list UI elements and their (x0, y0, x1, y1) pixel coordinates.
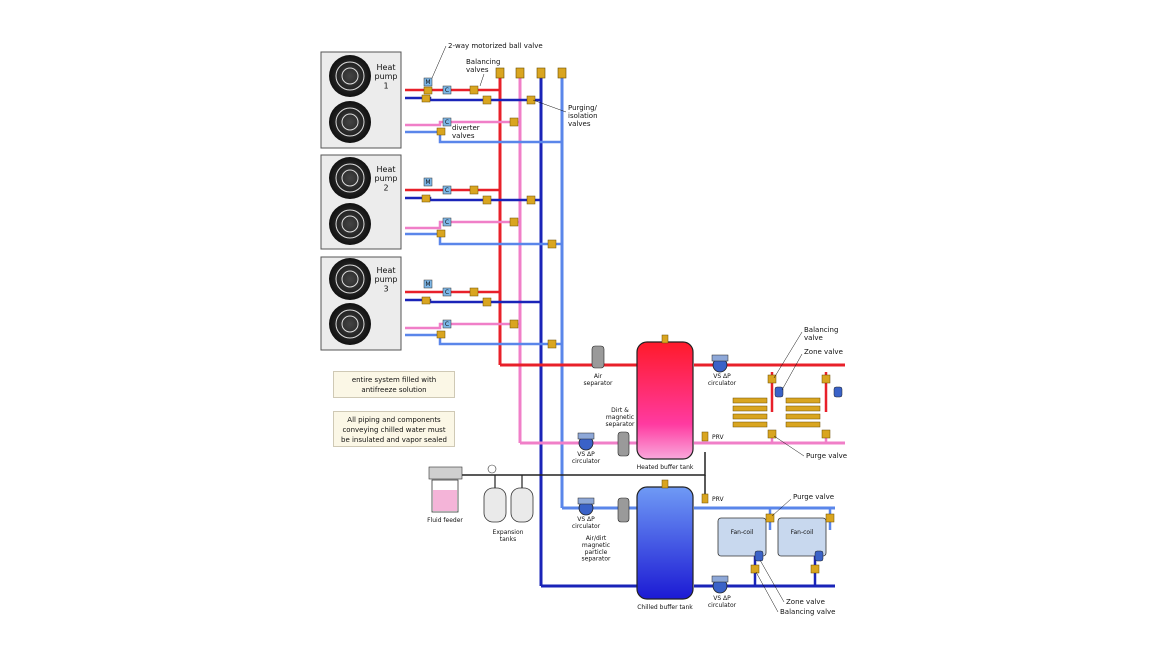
svg-text:C: C (445, 321, 449, 328)
motorized-valve-hp3: M C C (423, 279, 452, 329)
purge-valve-top-label: Purge valve (806, 452, 847, 460)
chilled-buffer-tank: Chilled buffer tank (636, 479, 694, 611)
svg-text:Fan-coil: Fan-coil (791, 529, 814, 536)
fan-icon (329, 303, 371, 345)
fluid-feeder: Fluid feeder (427, 464, 497, 524)
heated-buffer-tank: Heated buffer tank (636, 334, 694, 471)
fan-coil-1: Fan-coil (717, 517, 767, 557)
svg-text:PRV: PRV (712, 496, 724, 503)
fan-coil-2: Fan-coil (777, 517, 827, 557)
svg-text:Fan-coil: Fan-coil (731, 529, 754, 536)
fan-icon (329, 157, 371, 199)
svg-text:Heated buffer tank: Heated buffer tank (637, 464, 694, 471)
purge-valve-bottom-label: Purge valve (793, 493, 834, 501)
motorized-valve-hp2: M C C (423, 177, 452, 227)
svg-text:M: M (425, 179, 430, 186)
diverter-valve-hp1: C C (442, 85, 452, 127)
fan-icon (329, 101, 371, 143)
balancing-valve-bottom-label: Balancing valve (780, 608, 836, 616)
svg-text:M: M (425, 281, 430, 288)
svg-text:C: C (445, 289, 449, 296)
fan-icon (329, 203, 371, 245)
svg-text:Fluid feeder: Fluid feeder (427, 517, 463, 524)
svg-text:M: M (425, 79, 430, 86)
motorized-valve-label: 2-way motorized ball valve (448, 42, 543, 50)
fan-icon (329, 258, 371, 300)
zone-valve-top-label: Zone valve (804, 348, 843, 356)
svg-text:C: C (445, 187, 449, 194)
fan-icon (329, 55, 371, 97)
svg-text:PRV: PRV (712, 434, 724, 441)
pressure-gauge-icon (487, 464, 497, 474)
fan-coils: Fan-coil Fan-coil (717, 508, 835, 586)
svg-text:C: C (445, 87, 449, 94)
svg-text:C: C (445, 219, 449, 226)
prv-valves: PRV PRV (701, 431, 724, 504)
svg-text:Chilled buffer tank: Chilled buffer tank (637, 604, 693, 611)
hp-branch-valves: M C C M C C M C C (421, 77, 557, 349)
heating-manifolds (732, 372, 843, 443)
header-top-valves (495, 67, 567, 79)
motorized-valve-hp1: M (423, 77, 433, 95)
svg-text:C: C (445, 119, 449, 126)
zone-valve-bottom-label: Zone valve (786, 598, 825, 606)
